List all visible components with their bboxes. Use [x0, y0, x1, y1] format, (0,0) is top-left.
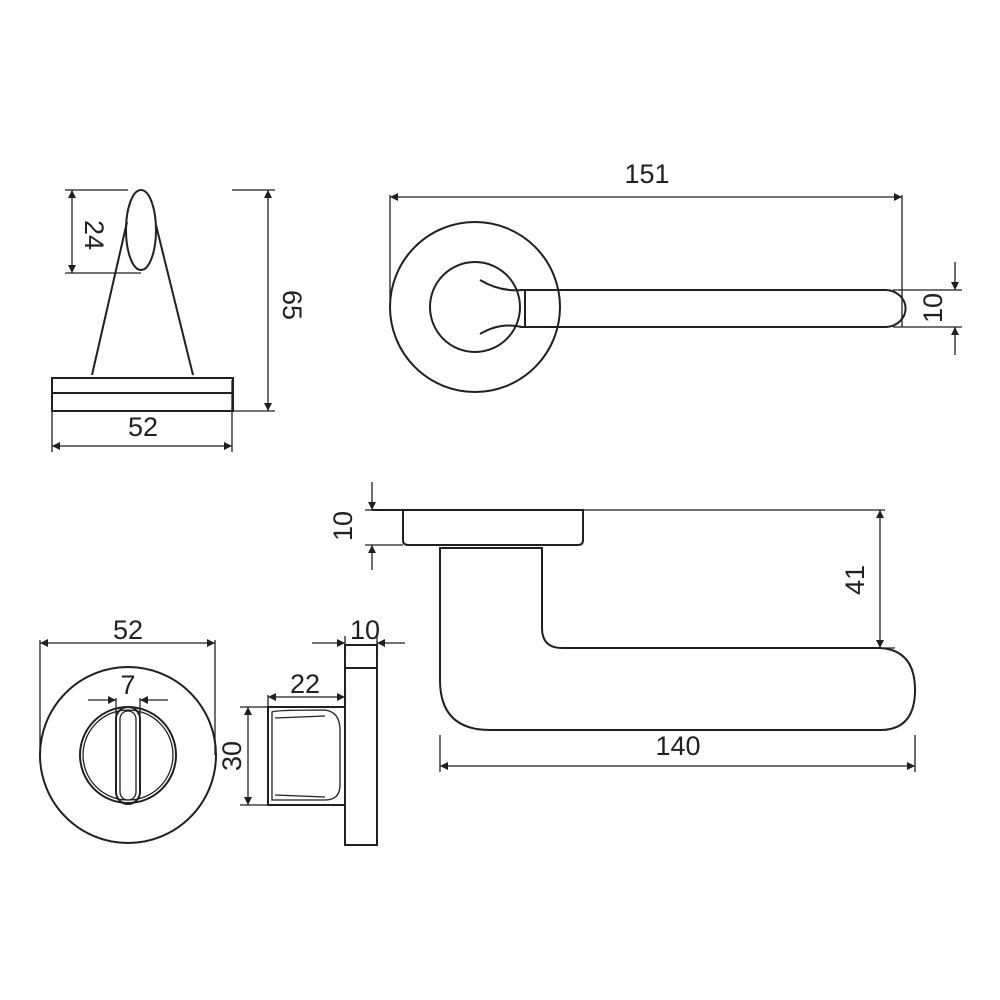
rose-plate: [372, 509, 584, 546]
front-view: 10 41 140: [328, 482, 917, 772]
dim-22-label: 22: [290, 669, 320, 699]
lever-body: [439, 547, 917, 731]
dim-41-label: 41: [840, 565, 870, 595]
dim-65-label: 65: [277, 290, 307, 320]
rose-inner: [429, 261, 521, 353]
lever-top: [520, 289, 907, 328]
dim-30-label: 30: [217, 741, 247, 771]
rose-outer: [389, 221, 561, 393]
side-view: 24 65 52: [51, 189, 307, 452]
dim-24-label: 24: [79, 220, 109, 250]
plate-side: [344, 644, 378, 846]
escutcheon-view: 52 7 22 30 10: [39, 615, 405, 846]
turn-slot: [115, 706, 141, 805]
dim-52-label: 52: [128, 412, 158, 442]
dim-7-label: 7: [120, 670, 135, 700]
turn-side-box: [267, 706, 346, 806]
top-view: 151 10: [389, 159, 962, 393]
dim-10-plate-label: 10: [350, 615, 380, 645]
knob-cone: [91, 221, 194, 376]
turn-outer: [79, 706, 177, 804]
base-rose: [51, 377, 234, 412]
dim-140-label: 140: [655, 731, 700, 761]
dim-10-top-label: 10: [918, 293, 948, 323]
dim-52-esc-label: 52: [113, 615, 143, 645]
dim-151-label: 151: [624, 159, 669, 189]
lever-neck: [479, 279, 526, 335]
dim-10-front-label: 10: [328, 511, 358, 541]
knob-ellipse: [125, 189, 157, 271]
